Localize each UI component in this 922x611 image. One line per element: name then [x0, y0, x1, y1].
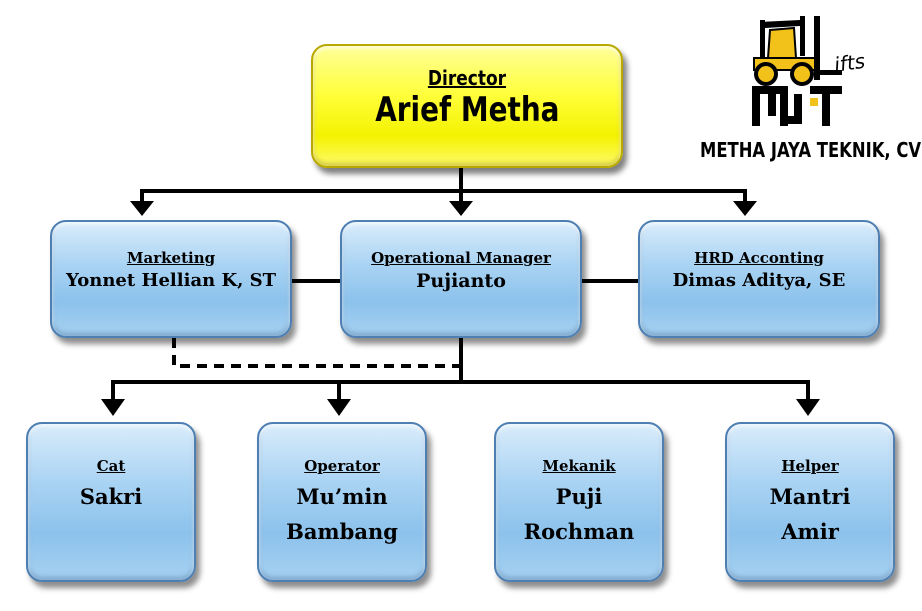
marketing-name: Yonnet Hellian K, ST [65, 270, 277, 291]
operator-role: Operator [304, 457, 380, 475]
helper-box: Helper Mantri Amir [725, 422, 895, 582]
cat-role: Cat [96, 457, 126, 475]
operational-manager-box: Operational Manager Pujianto [340, 220, 582, 338]
marketing-box: Marketing Yonnet Hellian K, ST [50, 220, 292, 338]
mjt-letters [752, 86, 842, 126]
director-box: Director Arief Metha [311, 44, 623, 168]
hrd-accounting-name: Dimas Aditya, SE [672, 270, 846, 291]
cat-box: Cat Sakri [26, 422, 196, 582]
company-name: METHA JAYA TEKNIK, CV [700, 138, 922, 162]
marketing-role: Marketing [126, 249, 216, 267]
cat-name: Sakri [79, 484, 143, 509]
hrd-accounting-box: HRD Acconting Dimas Aditya, SE [638, 220, 880, 338]
operator-box: Operator Mu’min Bambang [257, 422, 427, 582]
operational-manager-name: Pujianto [416, 270, 506, 292]
operator-name-2: Bambang [286, 518, 398, 544]
mekanik-role: Mekanik [542, 457, 616, 475]
director-role: Director [427, 66, 507, 90]
helper-name-2: Amir [781, 518, 839, 544]
mekanik-name-2: Rochman [523, 518, 635, 544]
forklift-logo: ifts [752, 16, 867, 126]
operator-name-1: Mu’min [296, 484, 388, 509]
director-name: Arief Metha [374, 90, 560, 130]
hrd-accounting-role: HRD Acconting [694, 249, 824, 267]
forklift-icon [753, 16, 842, 86]
operational-manager-role: Operational Manager [371, 249, 551, 267]
helper-name-1: Mantri [769, 484, 851, 509]
helper-role: Helper [781, 457, 839, 475]
mekanik-box: Mekanik Puji Rochman [494, 422, 664, 582]
logo-wordmark: ifts [833, 49, 867, 77]
mekanik-name-1: Puji [555, 484, 603, 509]
